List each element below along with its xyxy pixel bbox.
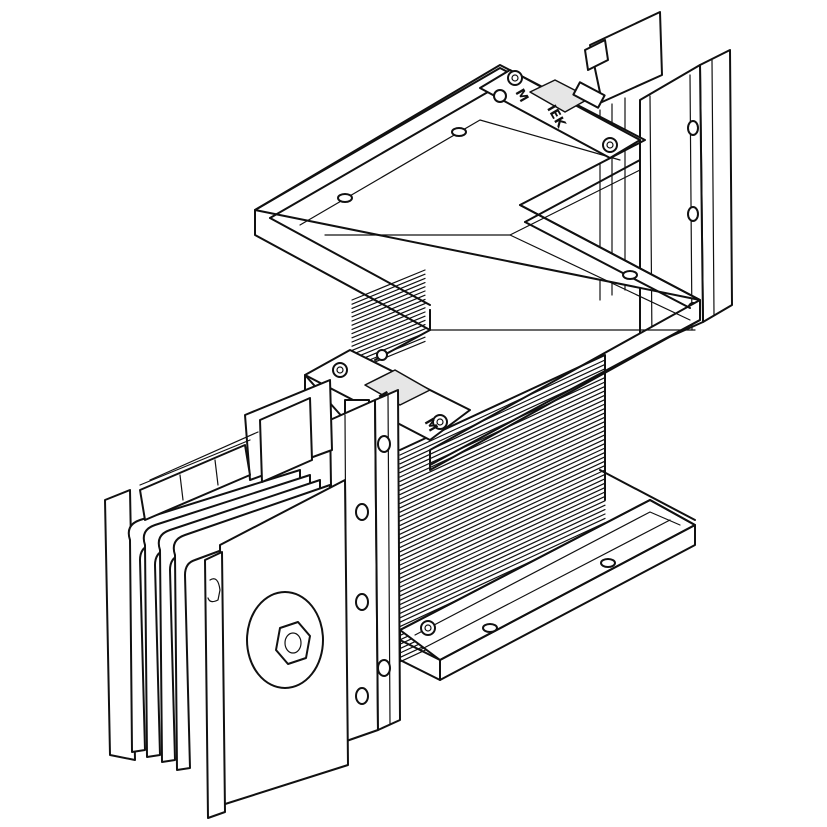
fin-line — [399, 482, 606, 579]
fin-line — [399, 412, 606, 509]
bolt-icon — [687, 206, 699, 222]
fin-line — [399, 372, 606, 469]
screw-icon — [332, 362, 348, 378]
fin-line — [399, 363, 606, 460]
fin-line — [399, 421, 606, 518]
slot-hole-icon — [482, 623, 498, 633]
fin-line — [399, 390, 606, 487]
bolt-icon — [377, 659, 391, 677]
upper-joint-block: IEK M — [479, 69, 641, 159]
fin-line — [351, 282, 426, 314]
fin-line — [399, 377, 606, 474]
fin-line — [399, 359, 606, 456]
hex-bolt-icon — [275, 621, 311, 665]
fin-line — [399, 504, 606, 601]
bolt-icon — [687, 120, 699, 136]
fin-line — [399, 385, 606, 482]
fin-line — [399, 495, 606, 593]
fin-line — [399, 469, 606, 566]
screw-icon — [602, 137, 618, 153]
fin-line — [399, 517, 606, 615]
fin-line — [399, 509, 606, 606]
fin-line — [351, 315, 426, 347]
fin-line — [351, 294, 426, 326]
fin-line — [399, 368, 606, 465]
screw-icon — [493, 89, 507, 103]
fin-line — [399, 443, 606, 540]
fin-line — [351, 290, 426, 322]
bolt-icon — [377, 435, 391, 453]
fin-line — [399, 487, 606, 584]
fin-line — [351, 311, 426, 343]
fin-line — [399, 473, 606, 571]
slot-hole-icon — [600, 558, 616, 568]
fin-line — [399, 465, 606, 562]
core-edge — [399, 354, 606, 501]
slot-hole-icon — [451, 127, 467, 137]
fin-line — [399, 456, 606, 553]
screw-icon — [432, 414, 448, 430]
back-vertical-channel — [584, 11, 733, 351]
bolt-icon — [355, 503, 369, 521]
slot-hole-icon — [337, 193, 353, 203]
fin-line — [399, 399, 606, 496]
fin-line — [351, 269, 426, 301]
fin-line — [399, 429, 606, 527]
lower-frame — [399, 469, 696, 681]
screw-icon — [376, 349, 388, 361]
fin-line — [351, 273, 426, 305]
fin-line — [351, 286, 426, 318]
fin-line — [399, 513, 606, 610]
fin-line — [399, 438, 606, 535]
terminal-plate — [204, 479, 349, 819]
fin-line — [351, 324, 426, 356]
bolt-icon — [355, 593, 369, 611]
fin-line — [399, 460, 606, 557]
fin-line — [351, 319, 426, 351]
fin-line — [399, 394, 606, 491]
fin-line — [399, 491, 606, 588]
left-bracket — [139, 397, 313, 521]
fin-line — [399, 407, 606, 504]
fin-line — [399, 416, 606, 513]
fin-line — [399, 522, 606, 619]
fin-line — [399, 451, 606, 549]
screw-icon — [507, 70, 523, 86]
fin-line — [351, 277, 426, 309]
slot-hole-icon — [622, 270, 638, 280]
screw-icon — [420, 620, 436, 636]
bolt-icon — [355, 687, 369, 705]
fin-line — [399, 500, 606, 597]
fin-line — [351, 298, 426, 330]
fin-line — [399, 425, 606, 522]
fin-line — [399, 403, 606, 500]
fin-line — [399, 381, 606, 478]
fin-line — [351, 307, 426, 339]
fin-line — [351, 303, 426, 335]
fin-line — [351, 328, 426, 360]
fin-line — [399, 434, 606, 531]
fin-line — [399, 447, 606, 544]
fin-line — [399, 478, 606, 575]
